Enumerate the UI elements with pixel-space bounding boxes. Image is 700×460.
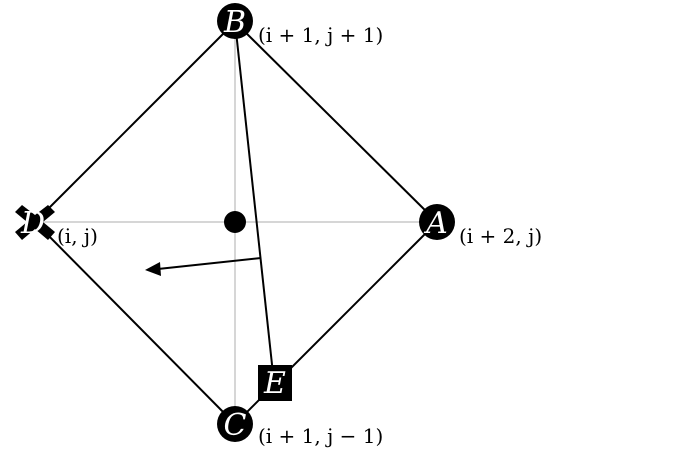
node-a: A (419, 204, 455, 241)
edge-b-a (234, 21, 438, 223)
center-marker (224, 211, 246, 233)
node-b: B (217, 3, 253, 40)
edge-c-d (34, 221, 236, 425)
node-d: D (15, 205, 55, 241)
coord-label-a: (i + 2, j) (459, 224, 542, 248)
node-b-circle (217, 3, 253, 39)
node-e: E (258, 365, 292, 401)
node-a-circle (419, 204, 455, 240)
node-d-cross (15, 205, 55, 240)
arrow-shaft (157, 257, 262, 270)
coord-label-d: (i, j) (57, 224, 98, 248)
node-e-square (258, 365, 292, 401)
node-a-label: A (423, 206, 448, 241)
node-c: C (217, 406, 253, 443)
arrow-icon (145, 257, 262, 276)
coord-label-b: (i + 1, j + 1) (258, 23, 383, 47)
arrow-head (145, 262, 161, 276)
node-d-label: D (20, 206, 45, 241)
node-c-label: C (224, 408, 247, 443)
edge-d-b (34, 21, 236, 223)
coord-label-c: (i + 1, j − 1) (258, 424, 383, 448)
node-c-circle (217, 406, 253, 442)
node-b-label: B (223, 5, 246, 40)
edge-b-e (234, 21, 275, 384)
node-e-label: E (263, 366, 286, 401)
